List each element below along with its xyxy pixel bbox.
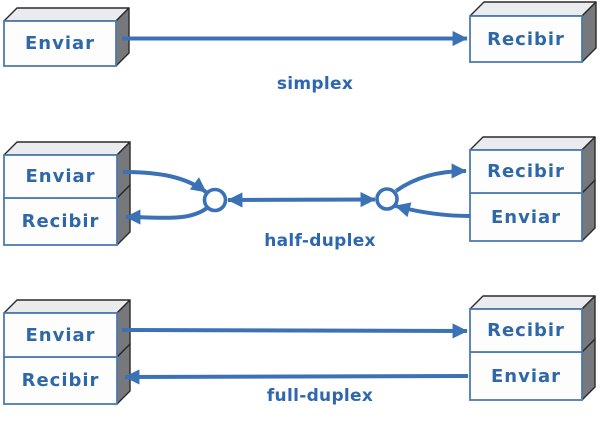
full-duplex-return-arrow xyxy=(124,369,469,385)
full-duplex-right-receive-box xyxy=(469,295,596,353)
half-duplex-caption: half-duplex xyxy=(264,231,376,251)
half-duplex-right-receive-arrow xyxy=(394,163,467,193)
full-duplex-forward-arrow xyxy=(121,323,468,339)
half-duplex-left-junction-node xyxy=(202,187,228,213)
half-duplex-right-junction-node xyxy=(375,187,399,211)
simplex-caption: simplex xyxy=(276,74,354,94)
simplex-sender-box xyxy=(3,7,130,67)
half-duplex-right-receive-box xyxy=(469,136,596,194)
full-duplex-left-send-box xyxy=(3,299,131,358)
half-duplex-left-receive-box xyxy=(3,184,131,246)
simplex-receiver-box xyxy=(469,1,597,63)
half-duplex-left-receive-arrow xyxy=(125,206,209,225)
full-duplex-caption: full-duplex xyxy=(266,386,374,406)
half-duplex-left-send-arrow xyxy=(122,170,208,194)
half-duplex-left-send-box xyxy=(3,141,131,199)
half-duplex-right-send-arrow xyxy=(394,202,471,218)
half-duplex-shared-channel-arrow xyxy=(227,191,376,208)
